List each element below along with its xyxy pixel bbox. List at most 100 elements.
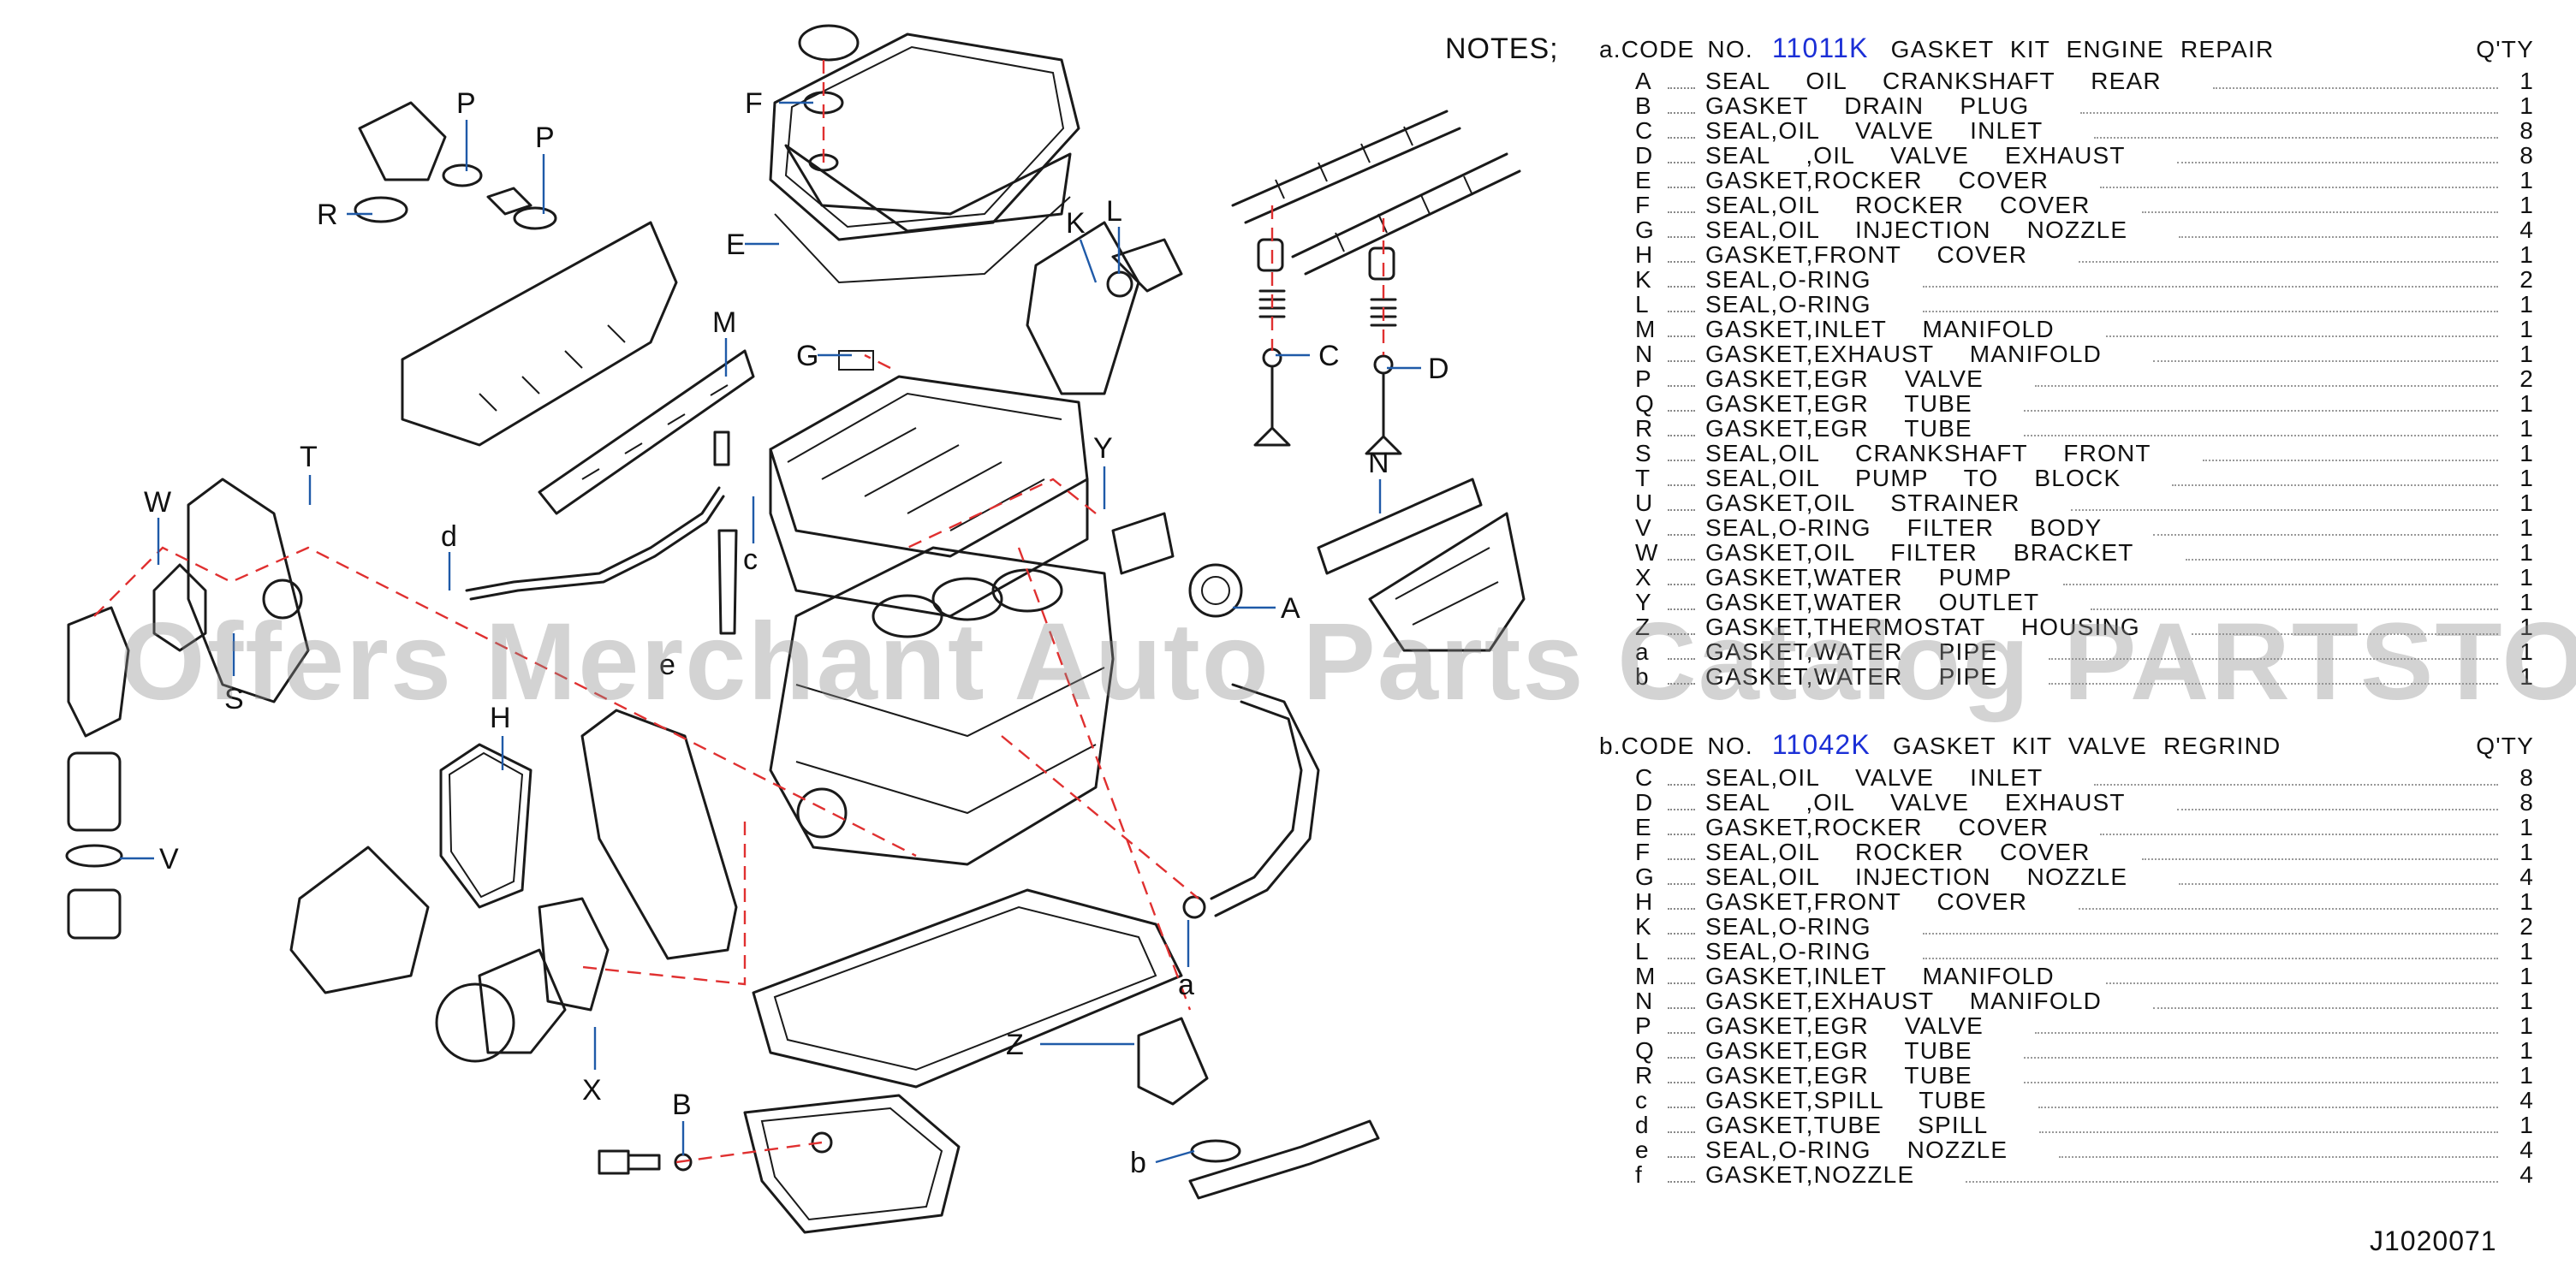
leader-dots xyxy=(1668,643,1695,660)
leader-dots xyxy=(2176,793,2498,810)
item-name: SEAL,OIL PUMP TO BLOCK xyxy=(1705,465,2121,491)
leader-dots xyxy=(2176,146,2498,163)
callout-a-lower: a xyxy=(1178,969,1194,1001)
callout-b: B xyxy=(672,1089,692,1121)
item-name: SEAL,O-RING xyxy=(1705,938,1871,964)
callout-c: C xyxy=(1318,340,1340,372)
item-name: GASKET,EGR VALVE xyxy=(1705,365,1984,392)
leader-dots xyxy=(2105,320,2498,337)
item-qty: 1 xyxy=(2519,663,2534,690)
item-qty: 1 xyxy=(2519,614,2534,640)
item-ref: L xyxy=(1635,291,1650,318)
item-name: SEAL,OIL VALVE INLET xyxy=(1705,117,2044,144)
leader-dots xyxy=(1922,942,2498,959)
item-ref: M xyxy=(1635,316,1657,342)
injector-drawing xyxy=(465,430,738,635)
leader-dots xyxy=(2039,1116,2498,1133)
item-qty: 1 xyxy=(2519,92,2534,119)
list-item: D SEAL ,OIL VALVE EXHAUST 8 xyxy=(1599,143,2534,168)
leader-dots xyxy=(1966,1166,2498,1183)
callout-labels: P P R F E K L M G C D T W Y N d c A S e … xyxy=(144,87,1449,1179)
item-ref: W xyxy=(1635,539,1659,566)
leader-dots xyxy=(1668,519,1695,536)
leader-dots xyxy=(1668,818,1695,835)
item-name: SEAL,O-RING xyxy=(1705,291,1871,318)
leader-dots xyxy=(2091,593,2498,610)
item-qty: 1 xyxy=(2519,415,2534,442)
item-name: SEAL ,OIL VALVE EXHAUST xyxy=(1705,142,2126,169)
leader-dots xyxy=(2105,967,2498,984)
leader-dots xyxy=(1668,593,1695,610)
item-ref: C xyxy=(1635,764,1654,791)
cylinder-head-drawing xyxy=(769,350,1089,618)
leader-dots xyxy=(1668,444,1695,461)
leader-dots xyxy=(2023,1066,2498,1083)
item-ref: P xyxy=(1635,1012,1652,1039)
leader-dots xyxy=(1668,97,1695,114)
leader-dots xyxy=(1668,917,1695,935)
item-qty: 8 xyxy=(2519,142,2534,169)
kit-code-link[interactable]: 11042K xyxy=(1771,729,1871,760)
item-qty: 1 xyxy=(2519,167,2534,193)
item-qty: 8 xyxy=(2519,764,2534,791)
leader-dots xyxy=(2035,370,2498,387)
leader-dots xyxy=(2141,843,2498,860)
callout-c-lower: c xyxy=(743,543,758,576)
item-name: GASKET,ROCKER COVER xyxy=(1705,814,2049,840)
leader-dots xyxy=(2179,868,2498,885)
callout-s: S xyxy=(224,683,244,715)
item-qty: 1 xyxy=(2519,938,2534,964)
leader-dots xyxy=(2153,345,2498,362)
item-name: GASKET,WATER OUTLET xyxy=(1705,589,2040,615)
alignment-dashes xyxy=(93,60,1199,1164)
item-ref: H xyxy=(1635,241,1654,268)
item-name: SEAL,OIL INJECTION NOZZLE xyxy=(1705,217,2128,243)
front-cover-drawing xyxy=(187,478,738,1063)
item-name: GASKET DRAIN PLUG xyxy=(1705,92,2030,119)
leader-dots xyxy=(2153,992,2498,1009)
leader-dots xyxy=(2100,171,2498,188)
leader-dots xyxy=(1668,370,1695,387)
kit-code-link[interactable]: 11011K xyxy=(1771,33,1869,63)
leader-dots xyxy=(1668,543,1695,561)
item-ref: K xyxy=(1635,913,1652,940)
item-qty: 1 xyxy=(2519,291,2534,318)
callout-y: Y xyxy=(1093,432,1113,465)
leader-dots xyxy=(1668,345,1695,362)
item-qty: 8 xyxy=(2519,117,2534,144)
item-qty: 1 xyxy=(2519,514,2534,541)
leader-dots xyxy=(1668,221,1695,238)
item-ref: T xyxy=(1635,465,1651,491)
item-name: GASKET,EXHAUST MANIFOLD xyxy=(1705,988,2103,1014)
leader-dots xyxy=(1668,1066,1695,1083)
item-name: GASKET,TUBE SPILL xyxy=(1705,1112,1989,1138)
leader-dots xyxy=(2023,1042,2498,1059)
item-ref: R xyxy=(1635,1062,1654,1089)
item-ref: D xyxy=(1635,142,1654,169)
item-ref: U xyxy=(1635,490,1654,516)
item-ref: E xyxy=(1635,814,1652,840)
item-name: GASKET,OIL STRAINER xyxy=(1705,490,2020,516)
item-ref: a xyxy=(1635,638,1650,665)
item-name: SEAL,O-RING xyxy=(1705,266,1871,293)
leader-dots xyxy=(1668,769,1695,786)
item-qty: 4 xyxy=(2519,1136,2534,1163)
water-pipe-drawing xyxy=(1111,512,1380,1200)
leader-dots xyxy=(1668,843,1695,860)
leader-dots xyxy=(1668,270,1695,288)
callout-d-lower: d xyxy=(441,520,457,553)
leader-dots xyxy=(1668,967,1695,984)
callout-x: X xyxy=(582,1074,602,1107)
